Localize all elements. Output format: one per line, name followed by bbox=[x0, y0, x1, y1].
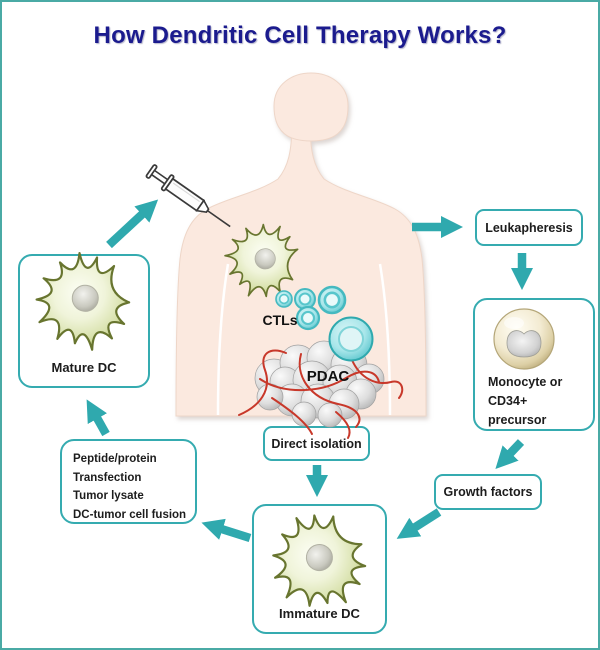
tumor-blood-vessels bbox=[238, 349, 404, 439]
mature-dc-label: Mature DC bbox=[51, 360, 117, 375]
mature-dc-box: Mature DC bbox=[18, 254, 150, 388]
pdac-tumor-icon bbox=[238, 340, 404, 439]
arm-separation-left bbox=[216, 263, 230, 416]
monocyte-label: Monocyte or CD34+ precursor bbox=[475, 300, 593, 430]
antigen-loading-box: Peptide/protein Transfection Tumor lysat… bbox=[60, 439, 197, 524]
monocyte-line-3: precursor bbox=[488, 413, 547, 427]
growth-factors-box: Growth factors bbox=[434, 474, 542, 510]
direct-isolation-box: Direct isolation bbox=[263, 426, 370, 461]
syringe-icon bbox=[145, 164, 231, 228]
direct-isolation-label: Direct isolation bbox=[271, 436, 362, 451]
ctls-label: CTLs bbox=[262, 312, 298, 328]
antigen-loading-line-1: Peptide/protein bbox=[73, 453, 157, 465]
dendritic-cell-in-body-icon bbox=[210, 207, 315, 312]
monocyte-line-1: Monocyte or bbox=[488, 375, 563, 389]
arrow-mature-dc-to-syringe bbox=[106, 199, 159, 249]
monocyte-line-2: CD34+ bbox=[488, 394, 528, 408]
arrow-loading-to-mature-dc bbox=[86, 399, 110, 437]
immature-dc-box: Immature DC bbox=[252, 504, 387, 634]
pdac-label: PDAC bbox=[306, 368, 350, 385]
antigen-loading-list: Peptide/protein Transfection Tumor lysat… bbox=[62, 441, 195, 524]
antigen-loading-line-3: Tumor lysate bbox=[73, 490, 144, 502]
arrow-immature-dc-to-loading bbox=[201, 518, 252, 543]
page-title: How Dendritic Cell Therapy Works? bbox=[93, 22, 507, 49]
antigen-loading-line-2: Transfection bbox=[73, 471, 142, 484]
monocyte-precursor-box: Monocyte or CD34+ precursor bbox=[473, 298, 595, 431]
arrow-monocyte-to-growth-factors bbox=[495, 439, 525, 470]
antigen-loading-line-4: DC-tumor cell fusion bbox=[73, 508, 187, 521]
arm-separation-right bbox=[378, 263, 392, 416]
arrow-growth-factors-to-immature-dc bbox=[396, 508, 442, 539]
leukapheresis-label: Leukapheresis bbox=[485, 220, 573, 235]
activated-ctl-cell-icon bbox=[328, 316, 374, 362]
body-head bbox=[273, 72, 349, 142]
growth-factors-label: Growth factors bbox=[443, 485, 533, 499]
patient-body-silhouette bbox=[175, 72, 427, 417]
immature-dc-label: Immature DC bbox=[279, 606, 360, 621]
leukapheresis-box: Leukapheresis bbox=[475, 209, 583, 246]
